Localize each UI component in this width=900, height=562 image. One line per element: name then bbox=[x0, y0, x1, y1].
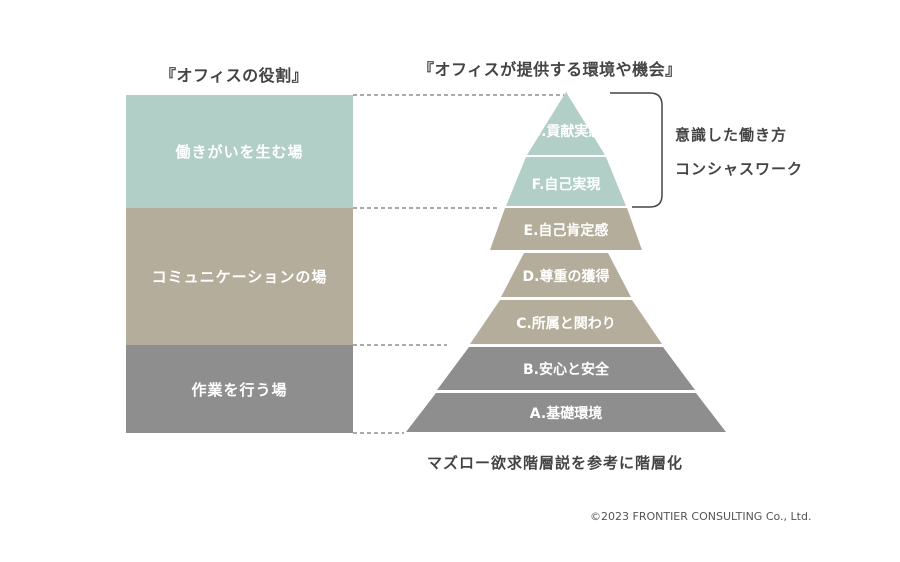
pyramid-level-b: B.安心と安全 bbox=[437, 347, 695, 390]
pyramid-label-f: F.自己実現 bbox=[532, 176, 601, 193]
role-block-communication: コミュニケーションの場 bbox=[126, 208, 353, 345]
pyramid-label-e: E.自己肯定感 bbox=[524, 222, 609, 239]
role-block-engagement: 働きがいを生む場 bbox=[126, 95, 353, 208]
bracket-label-line1: 意識した働き方 bbox=[675, 126, 788, 144]
copyright-text: ©2023 FRONTIER CONSULTING Co., Ltd. bbox=[590, 510, 812, 523]
pyramid-level-f: F.自己実現 bbox=[506, 157, 626, 206]
pyramid-label-g: G.貢献実感 bbox=[530, 123, 603, 140]
pyramid-level-a: A.基礎環境 bbox=[406, 393, 726, 432]
bracket-line bbox=[610, 92, 663, 208]
pyramid-level-e: E.自己肯定感 bbox=[490, 208, 642, 250]
left-heading: 『オフィスの役割』 bbox=[160, 66, 309, 85]
role-block-work: 作業を行う場 bbox=[126, 345, 353, 433]
diagram-caption: マズロー欲求階層説を参考に階層化 bbox=[427, 454, 684, 472]
pyramid-label-b: B.安心と安全 bbox=[523, 361, 610, 378]
pyramid-label-a: A.基礎環境 bbox=[530, 405, 602, 422]
pyramid-label-d: D.尊重の獲得 bbox=[523, 268, 610, 285]
pyramid-level-g: G.貢献実感 bbox=[527, 92, 605, 155]
right-heading: 『オフィスが提供する環境や機会』 bbox=[418, 60, 682, 79]
role-label-work: 作業を行う場 bbox=[191, 380, 288, 399]
pyramid-level-d: D.尊重の獲得 bbox=[501, 253, 631, 297]
pyramid-level-c: C.所属と関わり bbox=[470, 300, 662, 344]
pyramid-label-c: C.所属と関わり bbox=[516, 315, 616, 332]
role-label-engagement: 働きがいを生む場 bbox=[175, 143, 304, 161]
bracket-label-line2: コンシャスワーク bbox=[675, 160, 804, 178]
role-label-communication: コミュニケーションの場 bbox=[151, 268, 328, 286]
